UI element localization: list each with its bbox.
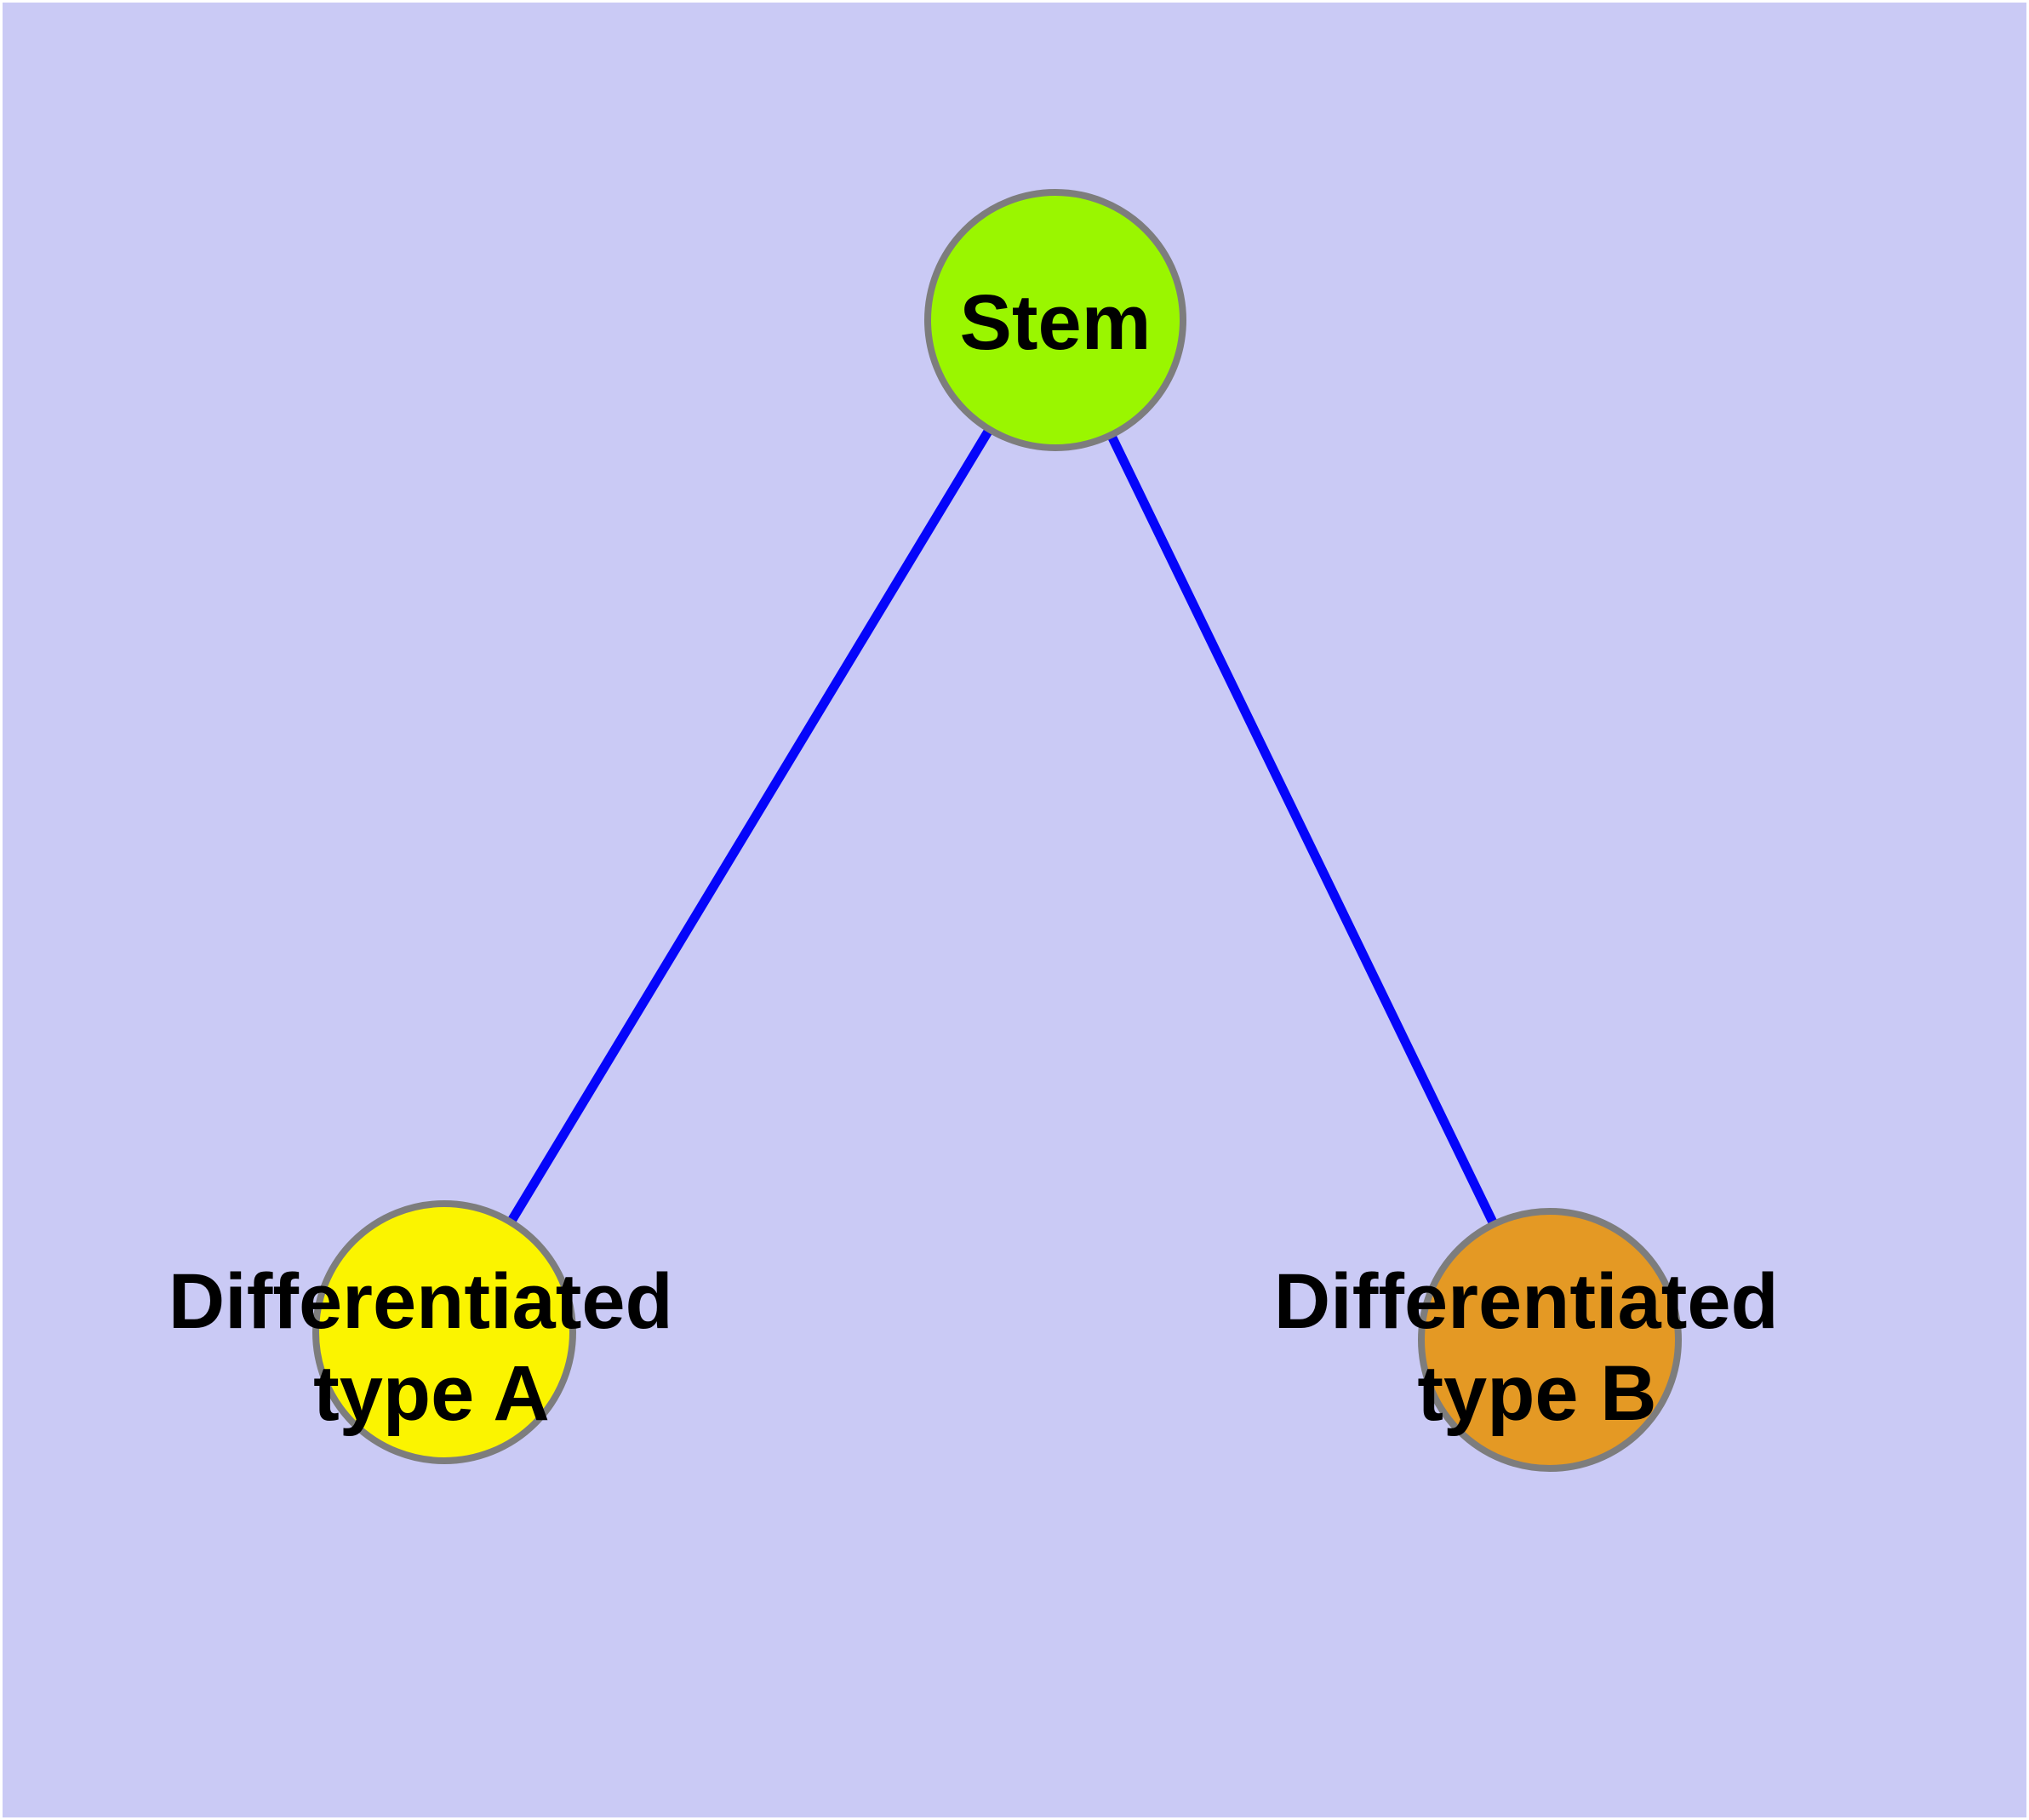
edge-stem-to-type-a <box>440 318 1060 1335</box>
cell-differentiation-diagram: Stem Differentiated type A Differentiate… <box>3 3 2026 1817</box>
node-type-b-label: Differentiated type B <box>1274 1258 1801 1437</box>
node-type-a-label: Differentiated type A <box>169 1258 695 1437</box>
node-type-b-circle <box>1418 1208 1682 1472</box>
node-type-a-label-line1: Differentiated <box>169 1258 673 1345</box>
node-type-b-label-line1: Differentiated <box>1274 1258 1779 1345</box>
node-stem-circle <box>924 189 1186 451</box>
node-type-a-circle <box>312 1200 576 1464</box>
node-stem-label: Stem <box>960 279 1152 366</box>
edge-stem-to-type-b <box>1051 318 1554 1342</box>
node-type-b-label-line2: type B <box>1417 1350 1656 1437</box>
node-type-a-label-line2: type A <box>313 1350 550 1437</box>
